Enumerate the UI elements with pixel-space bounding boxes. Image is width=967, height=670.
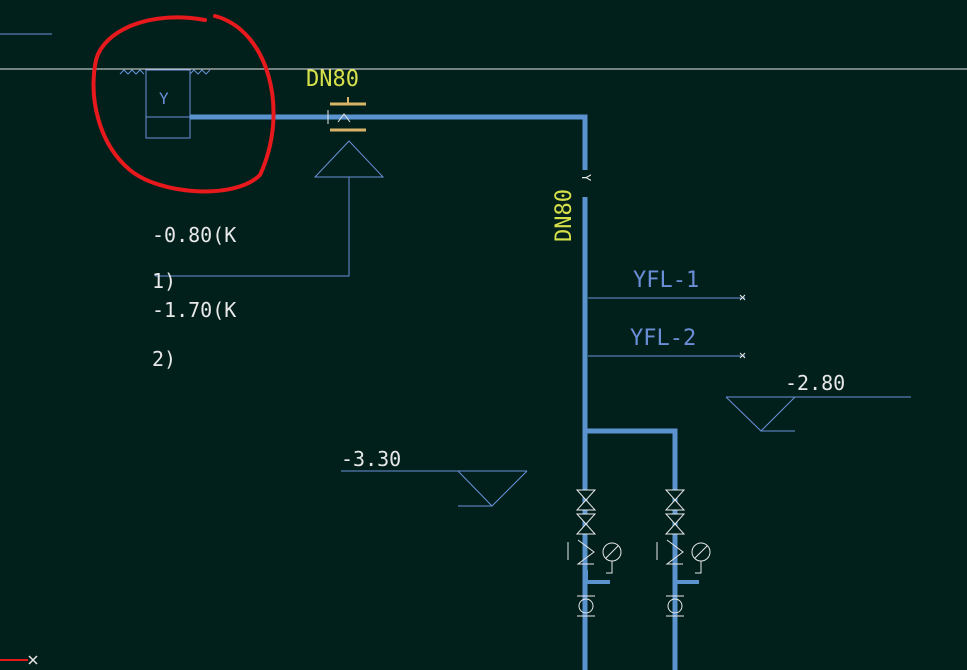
tank-symbol[interactable]: Y xyxy=(119,69,211,139)
secondary-pipe[interactable] xyxy=(585,428,678,670)
elevation-k1-value: -0.80(K xyxy=(152,223,236,247)
red-annotation-circle xyxy=(91,14,276,194)
dn80-vertical-label: DN80 xyxy=(552,189,577,242)
riser-gap xyxy=(578,170,592,197)
elevation-k1-suffix: 1) xyxy=(152,269,176,293)
yfl1-label: YFL-1 xyxy=(633,268,699,293)
fitting-icon xyxy=(667,598,683,614)
level-left-label: -3.30 xyxy=(341,447,401,471)
yfl2-label: YFL-2 xyxy=(630,326,696,351)
branch-yfl2[interactable]: YFL-2 xyxy=(588,326,746,359)
valve-assembly-right[interactable] xyxy=(656,489,711,617)
fitting-icon xyxy=(578,598,594,614)
main-pipe[interactable] xyxy=(190,114,588,670)
elevation-k2-value: -1.70(K xyxy=(152,298,236,322)
level-marker-left[interactable]: -3.30 xyxy=(341,447,528,507)
valve-assembly-left[interactable] xyxy=(567,489,622,617)
ucs-icon xyxy=(0,655,38,665)
branch-yfl1[interactable]: YFL-1 xyxy=(588,268,746,301)
tank-y-label: Y xyxy=(159,89,169,108)
flange-valve[interactable] xyxy=(327,97,366,132)
dn80-top-label: DN80 xyxy=(306,67,359,92)
elevation-k2-suffix: 2) xyxy=(152,347,176,371)
level-marker-right[interactable]: -2.80 xyxy=(725,371,911,432)
level-right-label: -2.80 xyxy=(785,371,845,395)
riser-y-label: Y xyxy=(579,174,593,182)
cone-symbol[interactable] xyxy=(155,140,385,277)
